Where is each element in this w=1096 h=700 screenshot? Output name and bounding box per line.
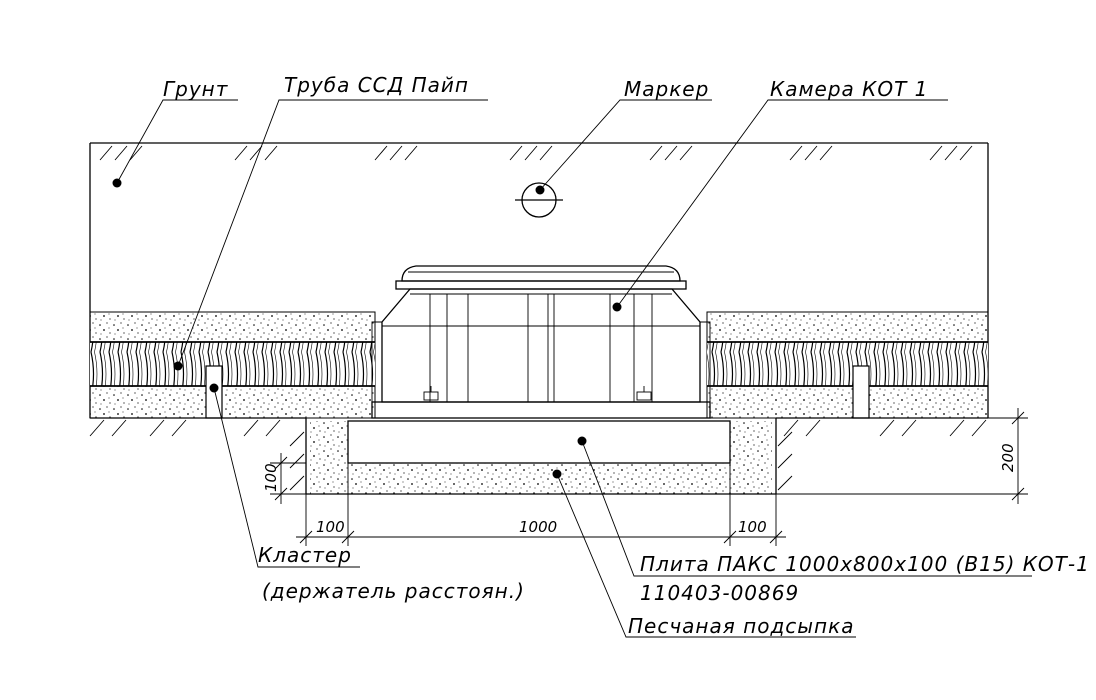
- label-cluster-note: (держатель расстоян.): [262, 579, 525, 603]
- marker-ball-icon: [515, 182, 563, 218]
- label-marker: Маркер: [624, 77, 709, 101]
- label-chamber: Камера КОТ 1: [770, 77, 928, 101]
- label-pipe: Труба ССД Пайп: [284, 73, 469, 97]
- corrugated-pipe-right: [707, 341, 988, 387]
- label-sand: Песчаная подсыпка: [628, 614, 854, 638]
- leader-lines: [116, 99, 1032, 638]
- label-slab-code: 110403-00869: [640, 581, 799, 605]
- corrugated-pipe-left: [90, 341, 375, 387]
- dim-total-depth: 200: [999, 443, 1017, 472]
- ground-surface-hatch: [99, 145, 973, 161]
- cluster-spacer-right: [852, 365, 870, 419]
- concrete-slab: [347, 420, 731, 464]
- dim-right-margin: 100: [738, 518, 767, 536]
- trench-hatch: [89, 419, 987, 491]
- label-slab: Плита ПАКС 1000х800х100 (В15) КОТ-1: [640, 552, 1090, 576]
- label-soil: Грунт: [163, 77, 229, 101]
- dim-slab-width: 1000: [519, 518, 557, 536]
- chamber-kot1: [371, 265, 711, 419]
- dim-sand-height: 100: [262, 463, 280, 492]
- sand-bedding: [310, 421, 772, 494]
- dimension-lines: [270, 408, 1028, 546]
- leader-dots: [112, 178, 622, 479]
- dim-left-margin: 100: [316, 518, 345, 536]
- label-cluster: Кластер: [258, 543, 352, 567]
